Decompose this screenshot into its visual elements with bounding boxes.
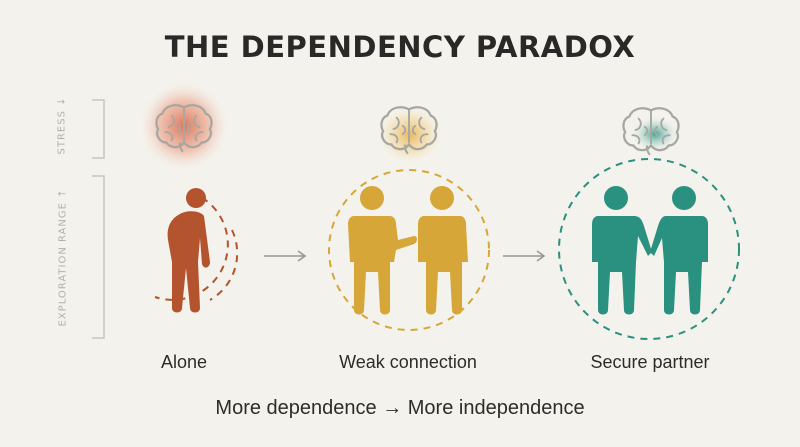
arrow-2-icon: [503, 250, 546, 262]
caption: More dependence → More independence: [215, 397, 585, 419]
person-secure-left-icon: [592, 186, 652, 315]
exploration-bracket: [92, 175, 105, 339]
arrow-1-icon: [264, 250, 307, 262]
stress-bracket: [92, 99, 105, 159]
stage-alone: [154, 188, 239, 313]
stage-secure-partner: [558, 158, 740, 340]
brain-alone: [138, 80, 230, 172]
person-secure-right-icon: [650, 186, 708, 315]
stage-label-alone: Alone: [160, 352, 208, 372]
brain-weak-connection: [376, 102, 444, 162]
stage-label-secure-partner: Secure partner: [590, 352, 710, 372]
person-weak-left-icon: [348, 186, 417, 315]
brain-secure-partner: [622, 107, 680, 156]
stage-label-weak-connection: Weak connection: [339, 352, 477, 372]
page-title: THE DEPENDENCY PARADOX: [164, 30, 636, 64]
person-weak-right-icon: [418, 186, 468, 315]
stage-weak-connection: [328, 169, 490, 331]
person-alone-icon: [167, 188, 210, 313]
